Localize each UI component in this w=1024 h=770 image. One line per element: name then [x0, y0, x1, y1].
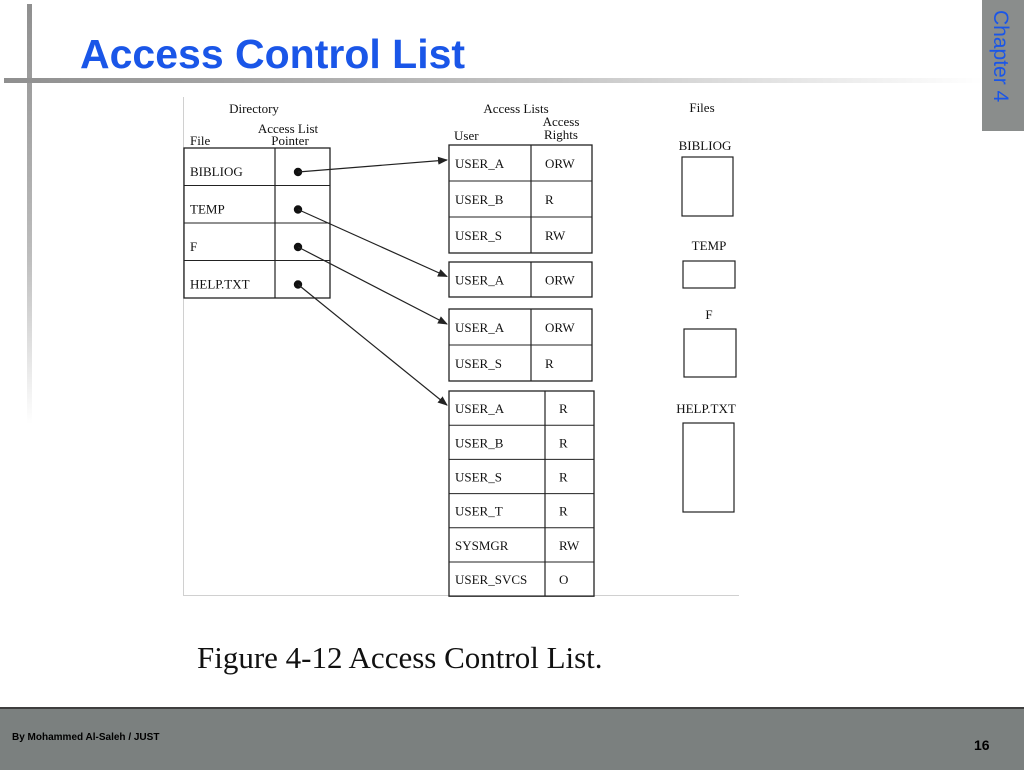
- directory-heading: Directory: [229, 101, 279, 116]
- file-box: [683, 328, 737, 378]
- file-box: [682, 422, 735, 513]
- access-list-table: [448, 261, 593, 298]
- rights-column-header-line2: Rights: [544, 127, 578, 142]
- file-name-label: TEMP: [692, 238, 727, 253]
- rights-column-header-line1: Access: [543, 114, 580, 129]
- decorative-horizontal-rule: [4, 78, 984, 83]
- directory-file-name: TEMP: [190, 202, 225, 217]
- file-name-label: BIBLIOG: [679, 138, 732, 153]
- figure-area: [183, 97, 739, 596]
- directory-file-name: F: [190, 239, 197, 254]
- access-list-user: USER_S: [455, 228, 502, 243]
- directory-file-name: HELP.TXT: [190, 277, 250, 292]
- access-list-user: USER_A: [455, 156, 505, 171]
- pointer-column-header-line2: Pointer: [271, 133, 309, 148]
- directory-table: BIBLIOG TEMP F HELP.TXT: [183, 147, 331, 299]
- access-list-rights: RW: [559, 538, 580, 553]
- page-number: 16: [974, 737, 990, 753]
- access-list-rights: R: [545, 356, 554, 371]
- file-box: [681, 156, 734, 217]
- access-list-user: USER_S: [455, 356, 502, 371]
- file-column-header: File: [190, 133, 210, 148]
- access-list-user: USER_B: [455, 435, 504, 450]
- access-list-user: USER_A: [455, 401, 505, 416]
- files-column: BIBLIOG TEMP F HELP.TXT: [676, 138, 737, 513]
- directory-file-name: BIBLIOG: [190, 164, 243, 179]
- decorative-vertical-rule: [27, 4, 32, 424]
- access-list-rights: ORW: [545, 156, 575, 171]
- access-list-rights: R: [559, 470, 568, 485]
- access-list-user: USER_T: [455, 504, 503, 519]
- file-name-label: HELP.TXT: [676, 401, 736, 416]
- chapter-tab: Chapter 4: [982, 0, 1024, 131]
- footer-bar: By Mohammed Al-Saleh / JUST 16: [0, 707, 1024, 770]
- access-list-user: USER_S: [455, 470, 502, 485]
- access-list-rights: O: [559, 572, 568, 587]
- access-list-rights: ORW: [545, 273, 575, 288]
- pointer-arrow: [297, 208, 448, 278]
- pointer-arrow: [297, 246, 448, 325]
- access-list-rights: R: [559, 401, 568, 416]
- pointer-column-header-line1: Access List: [258, 121, 319, 136]
- access-list-table: [448, 144, 593, 254]
- access-list-rights: ORW: [545, 320, 575, 335]
- access-list-user: SYSMGR: [455, 538, 509, 553]
- access-list-user: USER_A: [455, 273, 505, 288]
- pointer-arrow: [297, 284, 448, 406]
- slide-title: Access Control List: [80, 31, 466, 77]
- pointer-arrow: [297, 156, 448, 173]
- footer-author: By Mohammed Al-Saleh / JUST: [12, 732, 160, 743]
- chapter-tab-label: Chapter 4: [989, 10, 1012, 103]
- access-list-rights: RW: [545, 228, 566, 243]
- pointer-arrows: [297, 156, 448, 406]
- access-list-user: USER_A: [455, 320, 505, 335]
- access-list-user: USER_B: [455, 192, 504, 207]
- figure-caption: Figure 4-12 Access Control List.: [197, 640, 603, 675]
- access-list-rights: R: [559, 435, 568, 450]
- access-list-rights: R: [545, 192, 554, 207]
- access-lists-heading: Access Lists: [483, 101, 548, 116]
- user-column-header: User: [454, 128, 479, 143]
- file-box: [682, 260, 736, 289]
- file-name-label: F: [705, 307, 712, 322]
- access-list-user: USER_SVCS: [455, 572, 527, 587]
- access-list-rights: R: [559, 504, 568, 519]
- files-heading: Files: [689, 100, 714, 115]
